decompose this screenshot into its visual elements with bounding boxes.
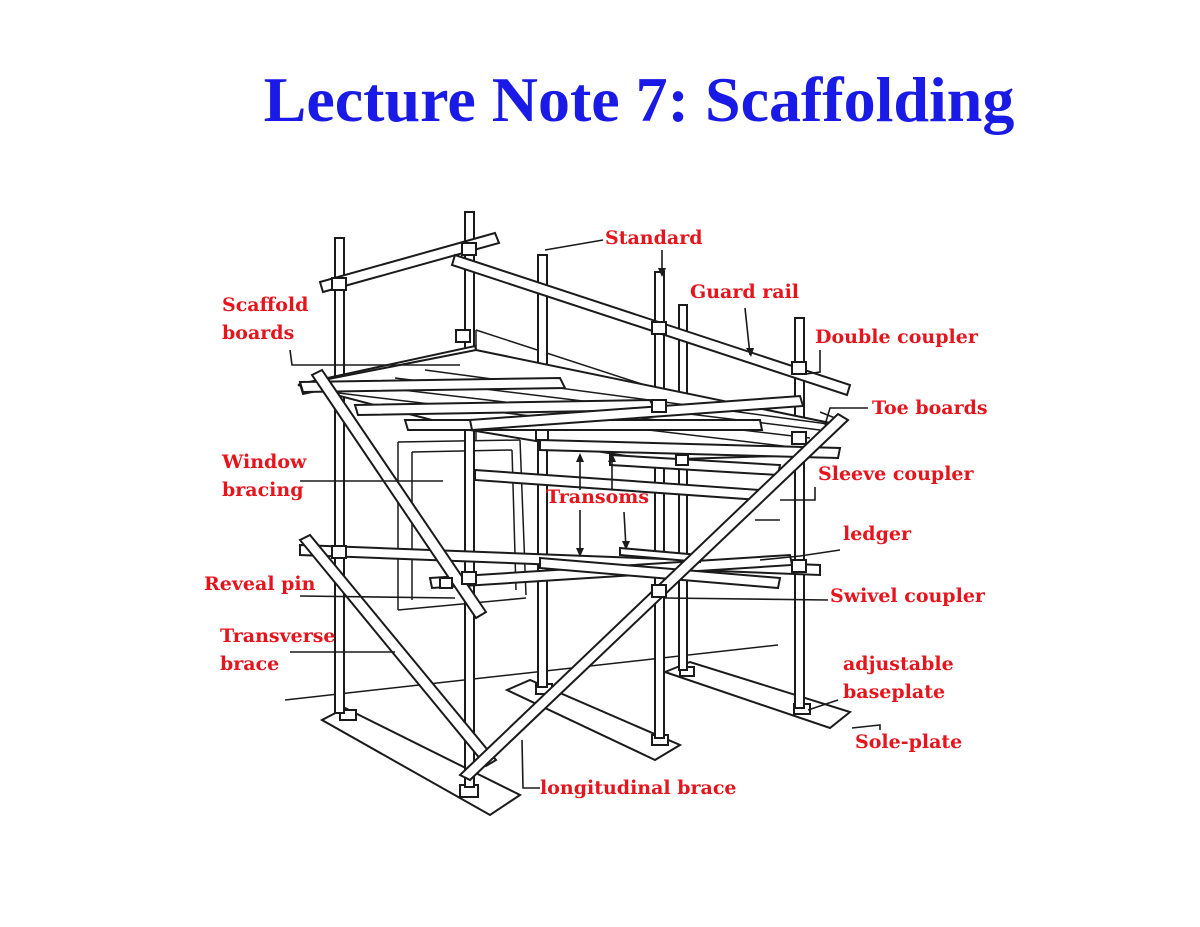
label-window-bracing-line1: Window	[221, 451, 307, 473]
label-swivel-coupler: Swivel coupler	[830, 585, 986, 607]
couplers	[331, 242, 807, 598]
label-double-coupler: Double coupler	[815, 326, 979, 348]
label-transverse-brace-line1: Transverse	[220, 625, 336, 647]
label-reveal-pin: Reveal pin	[204, 573, 316, 595]
leader-lines	[289, 239, 881, 789]
scaffold-boards	[297, 348, 843, 477]
label-scaffold-boards-line1: Scaffold	[222, 294, 308, 316]
label-scaffold-boards-line2: boards	[222, 322, 294, 344]
label-longitudinal-brace: longitudinal brace	[540, 777, 737, 799]
label-guard-rail: Guard rail	[690, 281, 799, 303]
label-sole-plate: Sole-plate	[855, 731, 962, 753]
label-adjustable-baseplate-line1: adjustable	[843, 653, 954, 675]
label-standard: Standard	[605, 227, 703, 249]
label-transoms: Transoms	[546, 486, 649, 508]
label-adjustable-baseplate-line2: baseplate	[843, 681, 945, 703]
slide-title: Lecture Note 7: Scaffolding	[263, 64, 1015, 135]
label-transverse-brace-line2: brace	[220, 653, 279, 675]
label-toe-boards: Toe boards	[872, 397, 988, 419]
labels: Standard Guard rail Scaffold boards Doub…	[204, 227, 988, 799]
label-ledger: ledger	[843, 523, 912, 545]
label-window-bracing-line2: bracing	[222, 479, 304, 501]
label-sleeve-coupler: Sleeve coupler	[818, 463, 975, 485]
